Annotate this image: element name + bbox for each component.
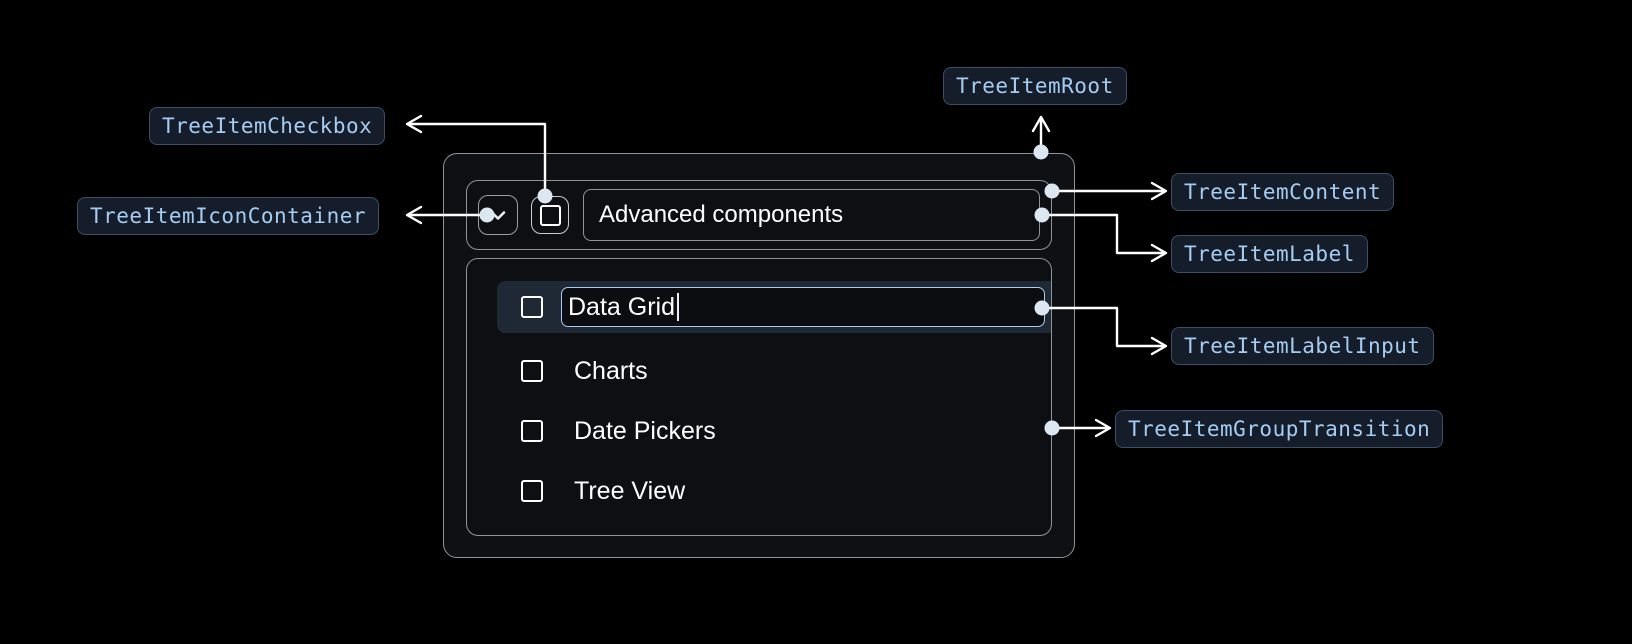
tree-child-label-date-pickers: Date Pickers <box>574 416 716 445</box>
arrowhead-group-transition <box>1094 418 1112 438</box>
tree-item-group-transition: Data Grid Charts Date Pickers Tree View <box>466 258 1052 536</box>
tree-child-checkbox-charts[interactable] <box>521 360 543 382</box>
arrowhead-checkbox <box>405 114 423 134</box>
annotation-tree-item-content: TreeItemContent <box>1171 173 1395 211</box>
arrowhead-label-input <box>1150 336 1168 356</box>
tree-item-content[interactable]: Advanced components <box>466 180 1052 250</box>
text-caret <box>676 293 679 321</box>
tree-child-row-tree-view[interactable]: Tree View <box>521 465 1051 517</box>
annotation-tree-item-group-transition: TreeItemGroupTransition <box>1115 410 1444 448</box>
chevron-down-icon <box>486 203 510 227</box>
tree-item-icon-container[interactable] <box>478 195 518 235</box>
arrowhead-root <box>1031 115 1051 133</box>
tree-child-checkbox-tree-view[interactable] <box>521 480 543 502</box>
tree-child-row-date-pickers[interactable]: Date Pickers <box>521 405 1051 457</box>
tree-child-row-charts[interactable]: Charts <box>521 345 1051 397</box>
annotation-tree-item-label-input: TreeItemLabelInput <box>1171 327 1434 365</box>
annotation-tree-item-label: TreeItemLabel <box>1171 235 1368 273</box>
tree-child-checkbox-data-grid[interactable] <box>521 296 543 318</box>
tree-item-label-input[interactable]: Data Grid <box>561 287 1045 327</box>
checkbox-square-icon <box>539 204 561 226</box>
arrowhead-icon-container <box>405 205 423 225</box>
tree-child-label-charts: Charts <box>574 356 648 385</box>
annotation-tree-item-checkbox: TreeItemCheckbox <box>149 107 386 145</box>
tree-item-checkbox[interactable] <box>531 196 569 234</box>
tree-item-label[interactable]: Advanced components <box>583 189 1040 241</box>
tree-child-checkbox-date-pickers[interactable] <box>521 420 543 442</box>
tree-item-label-text: Advanced components <box>599 201 844 228</box>
arrowhead-label <box>1150 243 1168 263</box>
arrowhead-content <box>1150 181 1168 201</box>
annotation-tree-item-icon-container: TreeItemIconContainer <box>77 197 380 235</box>
annotation-tree-item-root: TreeItemRoot <box>943 67 1127 105</box>
tree-child-label-tree-view: Tree View <box>574 476 686 505</box>
tree-child-row-data-grid[interactable]: Data Grid <box>497 281 1051 333</box>
label-input-value: Data Grid <box>568 292 675 321</box>
